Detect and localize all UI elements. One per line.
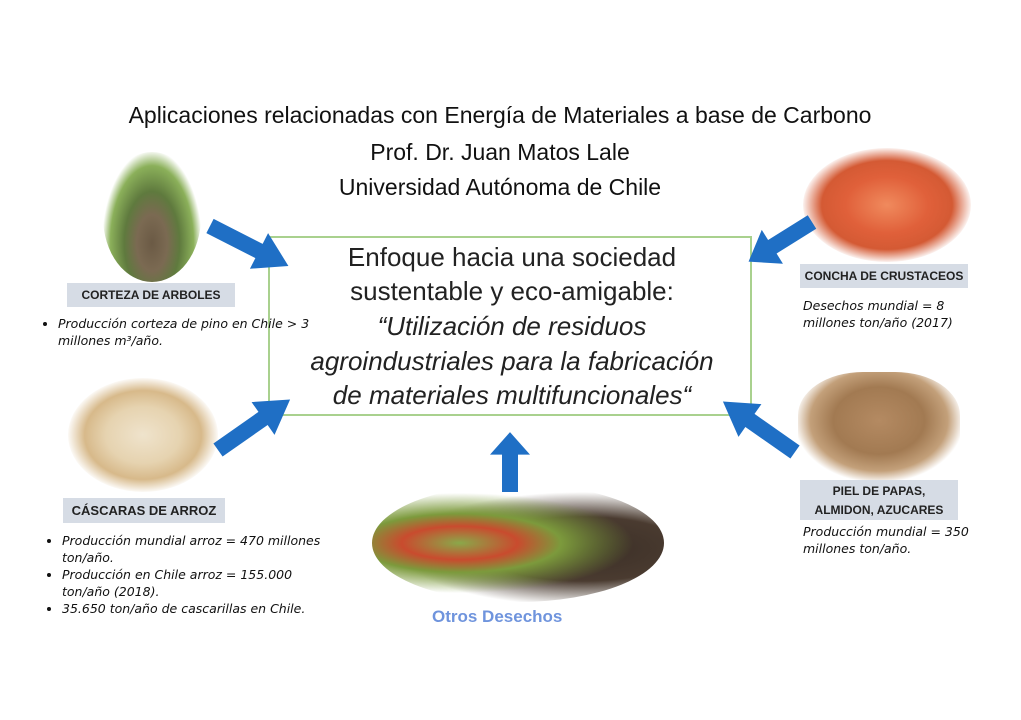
- central-concept-box: Enfoque hacia una sociedad sustentable y…: [268, 236, 752, 416]
- concept-line: “Utilización de residuos: [377, 311, 647, 341]
- arrow-icon: [711, 385, 807, 469]
- note-item: Producción en Chile arroz = 155.000 ton/…: [62, 566, 329, 600]
- shrimp-image: [803, 148, 971, 262]
- papas-label-line: ALMIDON, AZUCARES: [814, 503, 944, 517]
- concha-note: Desechos mundial = 8 millones ton/año (2…: [803, 298, 953, 330]
- concept-line: de materiales multifuncionales“: [332, 380, 692, 410]
- other-waste-image: [372, 484, 664, 602]
- concha-label: CONCHA DE CRUSTACEOS: [800, 264, 968, 288]
- concept-line: agroindustriales para la fabricación: [310, 346, 714, 376]
- concept-line: sustentable y eco-amigable:: [350, 276, 674, 306]
- arrow-icon: [206, 383, 302, 467]
- institution: Universidad Autónoma de Chile: [338, 174, 662, 200]
- cascaras-notes: Producción mundial arroz = 470 millones …: [44, 532, 329, 617]
- arrow-icon: [737, 205, 823, 279]
- arrow-icon: [490, 432, 530, 492]
- papas-note: Producción mundial = 350 millones ton/añ…: [803, 524, 969, 556]
- concept-line: Enfoque hacia una sociedad: [347, 242, 677, 272]
- tree-bark-image: [103, 152, 201, 282]
- rice-husk-image: [68, 378, 218, 492]
- papas-label: PIEL DE PAPAS, ALMIDON, AZUCARES: [800, 480, 958, 520]
- corteza-notes: Producción corteza de pino en Chile > 3 …: [40, 315, 310, 349]
- arrow-icon: [200, 208, 298, 284]
- slide-title: Aplicaciones relacionadas con Energía de…: [128, 102, 872, 128]
- corteza-label: CORTEZA DE ARBOLES: [67, 283, 235, 307]
- papas-label-line: PIEL DE PAPAS,: [832, 484, 926, 498]
- otros-desechos-label: Otros Desechos: [432, 607, 563, 626]
- note-item: 35.650 ton/año de cascarillas en Chile.: [62, 600, 329, 617]
- potatoes-image: [798, 372, 960, 480]
- note-item: Producción mundial arroz = 470 millones …: [62, 532, 329, 566]
- note-item: Producción corteza de pino en Chile > 3 …: [58, 315, 310, 349]
- cascaras-label: CÁSCARAS DE ARROZ: [63, 498, 225, 523]
- author: Prof. Dr. Juan Matos Lale: [370, 139, 630, 165]
